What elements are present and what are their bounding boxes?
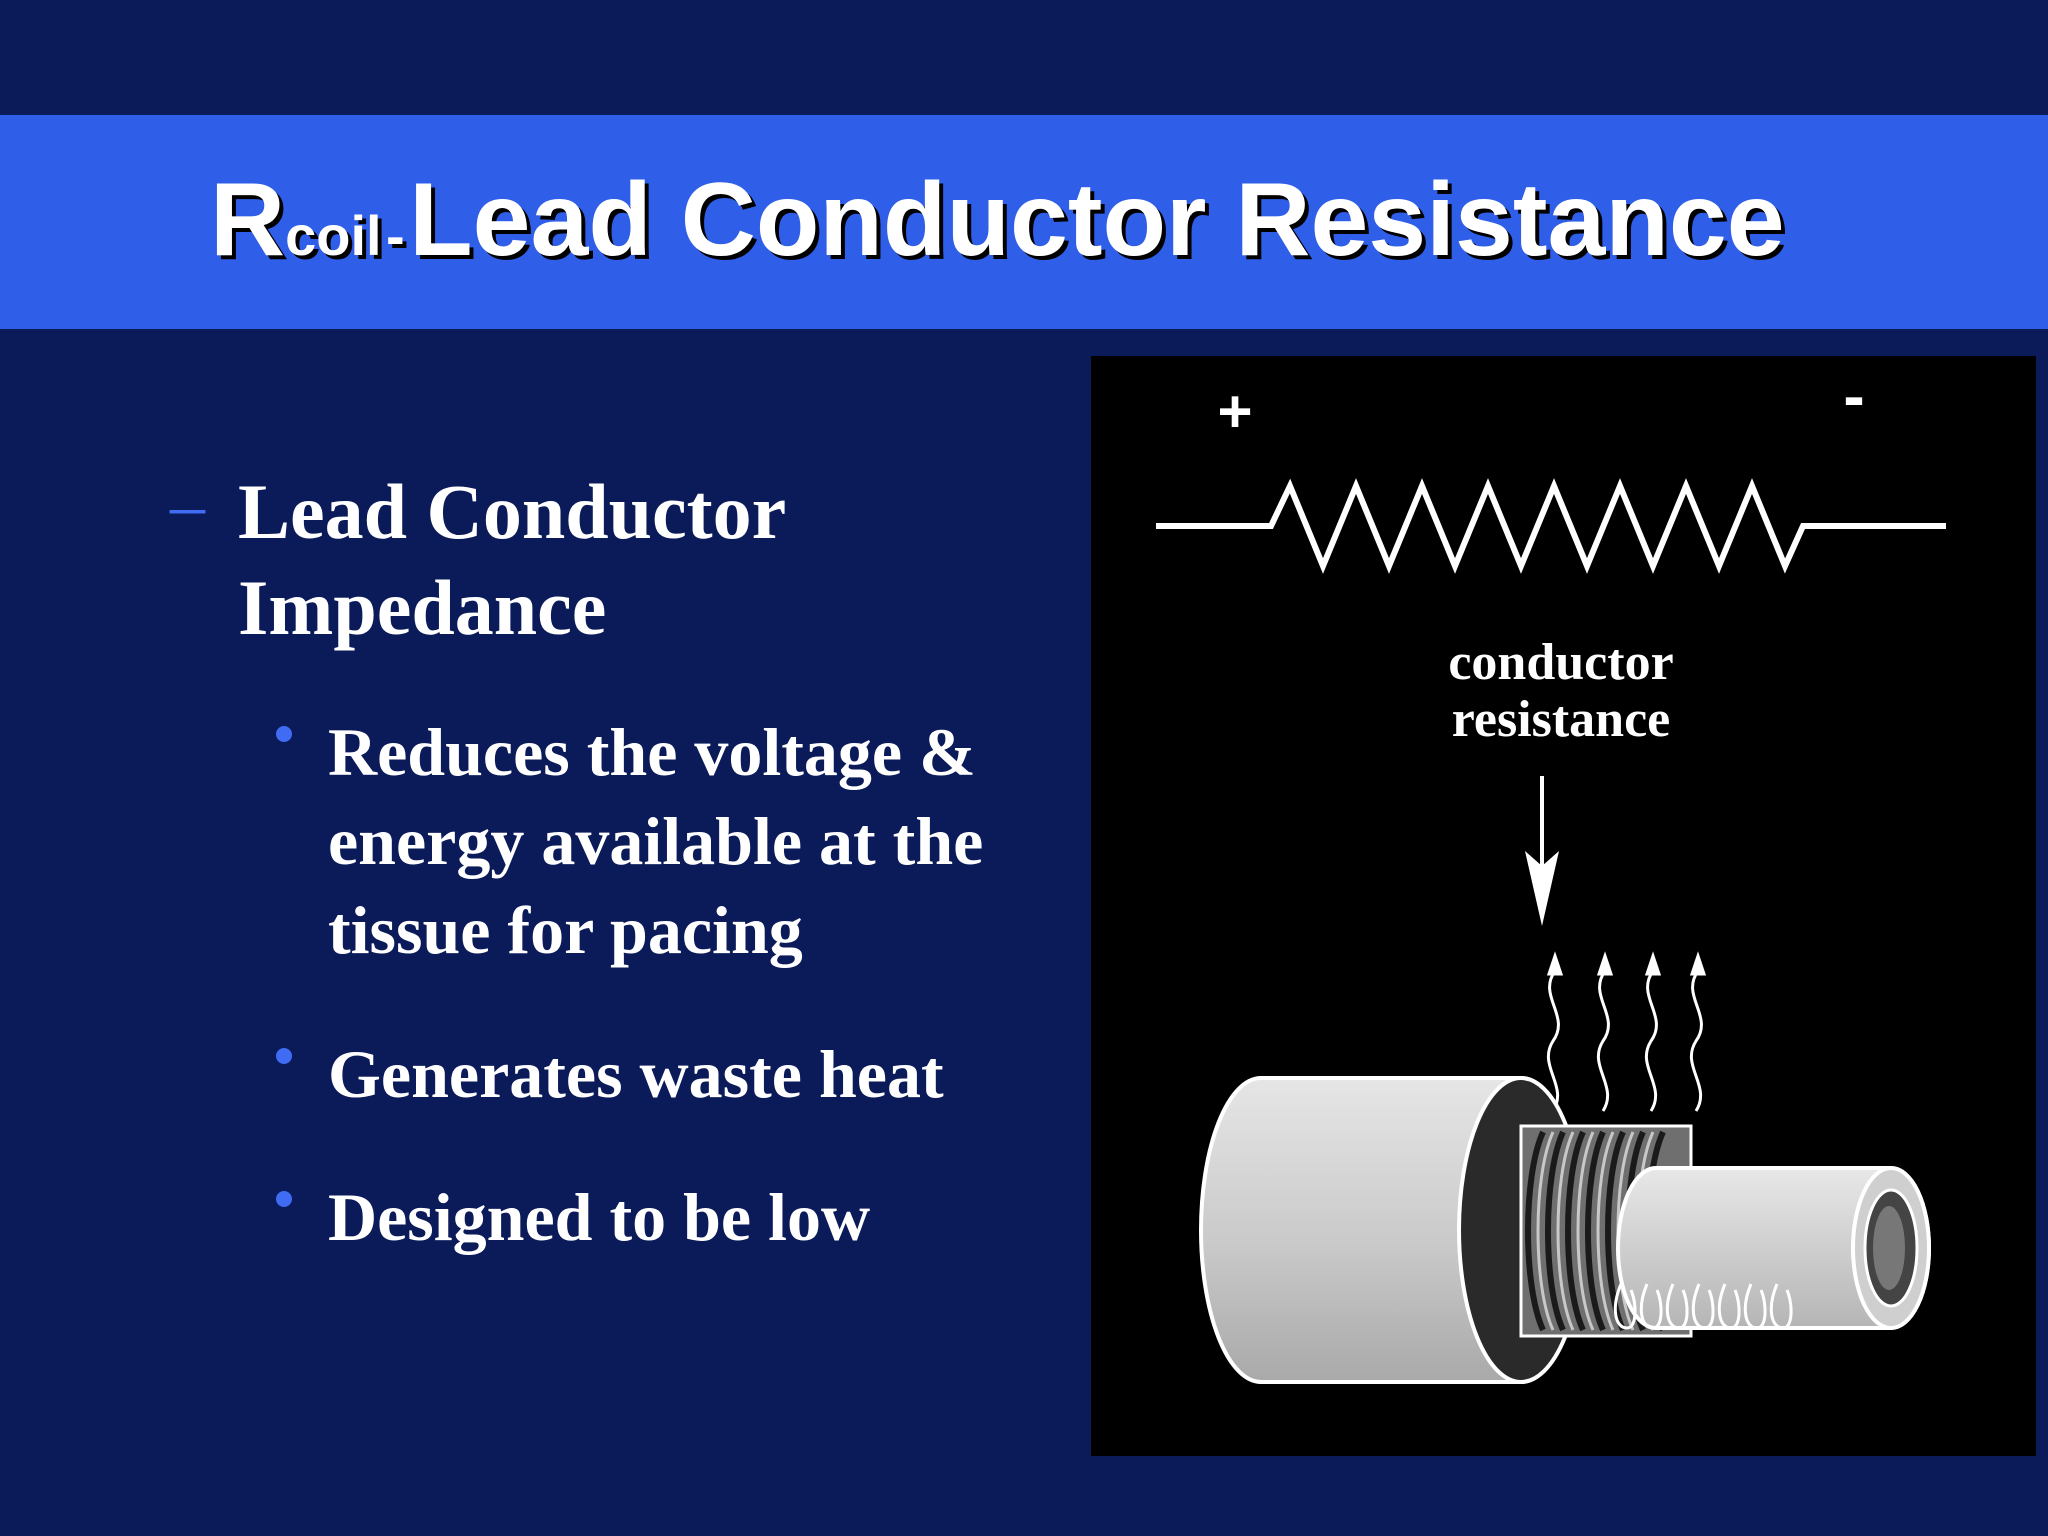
bullet-text: Designed to be low (328, 1179, 871, 1255)
label-line-1: conductor (1448, 634, 1674, 691)
plus-terminal-label: + (1217, 378, 1252, 445)
title-r: R (210, 162, 286, 278)
heat-waves-icon (1546, 951, 1707, 1112)
title-main: Lead Conductor Resistance (409, 162, 1785, 278)
title-subscript: coil (285, 204, 382, 267)
bullet-text: Reduces the voltage & energy available a… (328, 714, 984, 968)
level1-dash-marker: – (170, 467, 205, 544)
conductor-resistance-label: conductor resistance (1331, 634, 1791, 748)
title-separator: - (386, 204, 405, 267)
slide-title: Rcoil - Lead Conductor Resistance (210, 168, 1785, 272)
figure-drawing: + - (1156, 360, 1946, 1384)
level1-text: Lead Conductor Impedance (238, 468, 785, 651)
lead-conductor-figure: + - (1091, 356, 2036, 1456)
bullet-dot-icon (276, 1048, 292, 1064)
minus-terminal-label: - (1843, 360, 1864, 432)
label-line-2: resistance (1451, 691, 1671, 748)
resistor-symbol-icon (1156, 478, 1946, 574)
bullet-dot-icon (276, 726, 292, 742)
arrow-down-icon (1525, 776, 1559, 926)
coil-lead-illustration-icon (1199, 1076, 1931, 1384)
bullet-dot-icon (276, 1191, 292, 1207)
bullet-text: Generates waste heat (328, 1036, 944, 1112)
title-band (0, 115, 2048, 329)
